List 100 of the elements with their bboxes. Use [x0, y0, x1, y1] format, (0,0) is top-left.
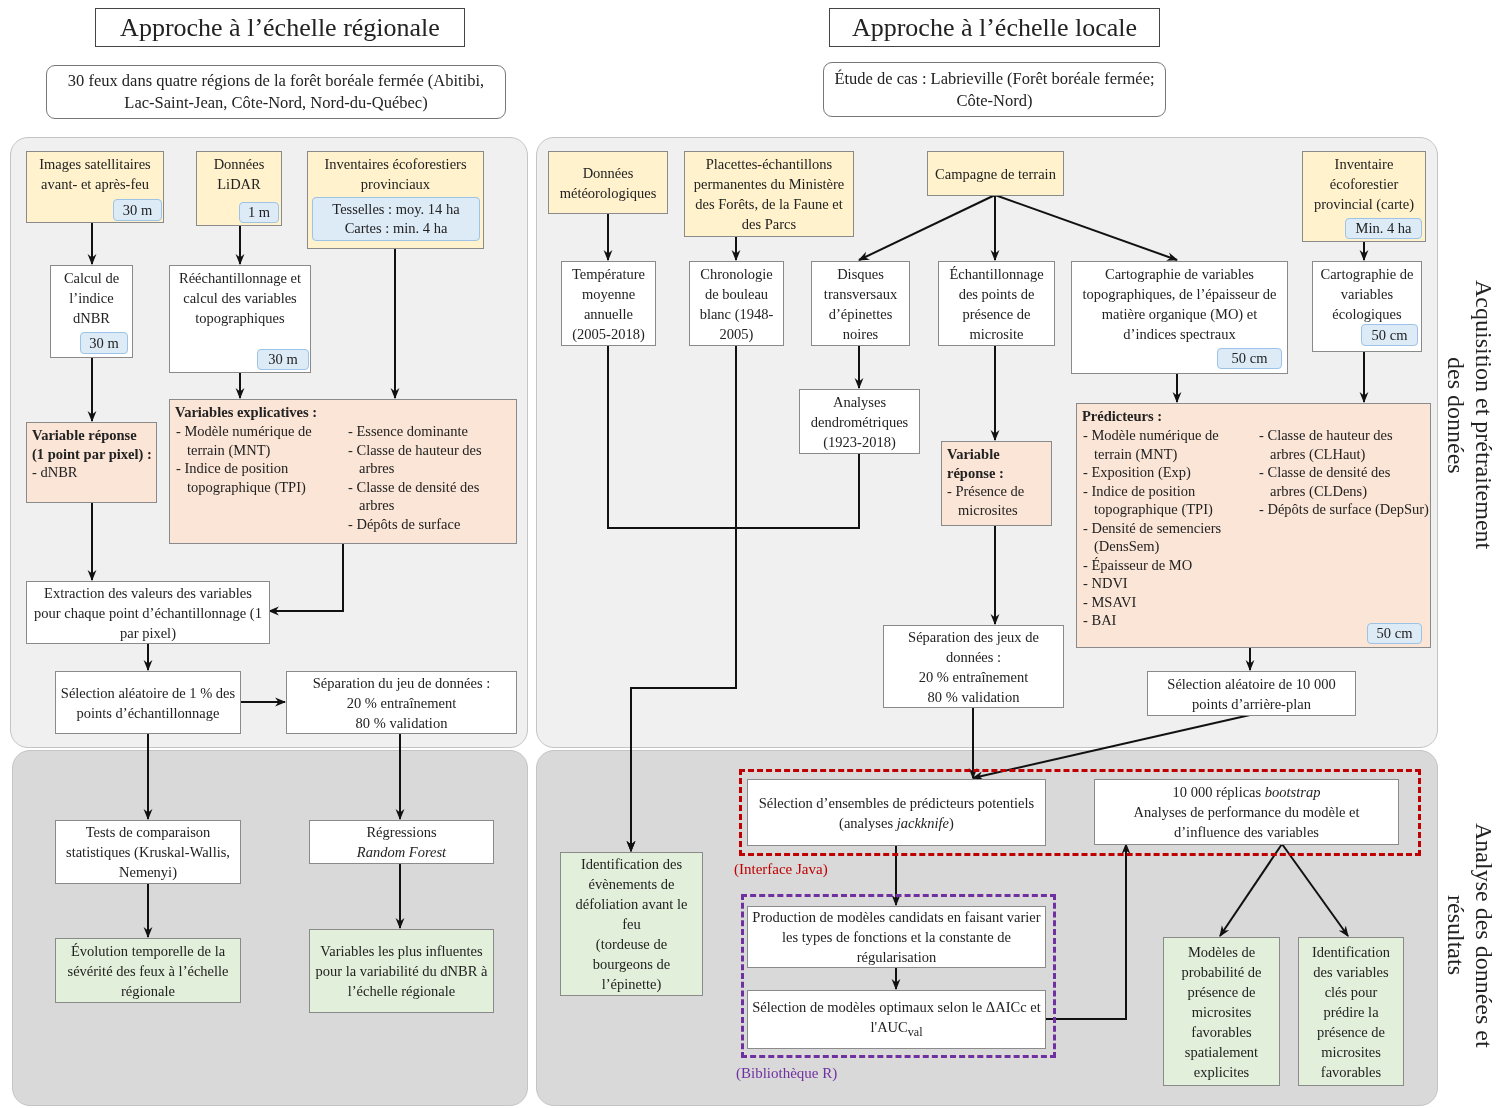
arrow [1044, 842, 1131, 1020]
variable-box [26, 422, 157, 503]
panel-background [536, 137, 1438, 748]
process-box [169, 265, 311, 373]
node-text: Évolution temporelle de la sévérité des feux à l’échelle régionale [66, 941, 230, 1001]
data-source-box [548, 151, 668, 214]
resolution-tag [1361, 324, 1418, 346]
study-area-box [46, 65, 506, 119]
node-text: - Exposition (Exp) [1083, 463, 1192, 482]
node-text: Placettes-échantillons permanentes du Ministère des Forêts, de la Faune et des Parcs [692, 155, 846, 234]
tag-text: Cartes : min. 4 ha [344, 219, 448, 238]
tag-text: Tesselles : moy. 14 ha [332, 200, 460, 219]
node-text: - Modèle numérique de terrain (MNT) [1083, 426, 1220, 463]
node-text: Cartographie de variables écologiques [1319, 265, 1415, 324]
node-text: - MSAVI [1083, 592, 1138, 611]
process-box [799, 389, 920, 454]
node-text: Modèles de probabilité de présence de microsites favorables spatialement explicites [1180, 942, 1263, 1082]
arrow [603, 212, 613, 262]
node-text: Images satellitaires avant- et après-feu [38, 155, 152, 194]
node-text: - Classe de densité des arbres [348, 477, 481, 515]
arrow [1359, 350, 1369, 404]
node-text: Régressions Random Forest [355, 823, 448, 862]
arrow [143, 732, 153, 821]
node-text: Variable réponse : [947, 445, 1005, 482]
node-text: Rééchantillonnage et calcul des variables topographiques [178, 269, 302, 328]
process-box [1312, 261, 1422, 352]
node-text: - Essence dominante [348, 422, 469, 441]
process-box [689, 261, 784, 346]
node-text: - Dépôts de surface (DepSur) [1259, 500, 1429, 519]
process-box [1071, 261, 1288, 374]
node-text: - Présence de microsites [947, 482, 1026, 519]
arrow [143, 882, 153, 939]
node-text: - Classe de hauteur des arbres (CLHaut) [1259, 426, 1394, 463]
process-box [747, 990, 1046, 1049]
node-text: Identification des variables clés pour prédire la présence de microsites favorables [1310, 942, 1392, 1082]
node-text: Calcul de l’indice dNBR [62, 269, 121, 328]
arrow [626, 452, 860, 853]
process-box [55, 820, 241, 884]
node-text: Séparation des jeux de données : [907, 627, 1040, 667]
result-box [1163, 937, 1280, 1086]
panel-background [536, 750, 1438, 1106]
process-box [747, 779, 1046, 846]
data-source-box [1302, 151, 1426, 242]
arrow [235, 224, 245, 266]
node-text: Sélection aléatoire de 10 000 points d’arrière-plan [1166, 674, 1337, 714]
variable-box [941, 441, 1052, 526]
node-text: Disques transversaux d’épinettes noires [822, 264, 899, 344]
resolution-tag [1345, 218, 1422, 239]
tag-text: 1 m [247, 203, 271, 222]
data-source-box [307, 151, 484, 249]
node-text: Inventaires écoforestiers provinciaux [323, 155, 468, 194]
arrow [395, 862, 405, 930]
node-text: - Classe de hauteur des arbres [348, 440, 483, 478]
node-text: 80 % validation [355, 713, 448, 733]
arrow [1359, 240, 1369, 262]
node-text: Chronologie de bouleau blanc (1948-2005) [698, 264, 775, 344]
arrow [143, 642, 153, 672]
node-text: Données LiDAR [212, 155, 266, 194]
group-label: (Interface Java) [734, 860, 828, 879]
node-text: Variables explicatives : [175, 403, 319, 422]
tag-text: 30 m [122, 200, 153, 220]
arrow [994, 194, 1179, 261]
arrow [267, 542, 344, 616]
arrow [858, 194, 996, 261]
study-area-box [823, 62, 1166, 117]
variable-box [1076, 403, 1431, 648]
tag-text: 50 cm [1376, 624, 1413, 643]
node-text: - BAI [1083, 611, 1118, 630]
tag-text: 30 m [89, 333, 119, 353]
node-text: Identification des évènements de défoliation avant le feu [574, 855, 689, 934]
tag-text: Min. 4 ha [1355, 219, 1412, 238]
arrow [891, 844, 901, 907]
process-box [561, 261, 656, 346]
process-box [811, 261, 910, 346]
arrow [968, 706, 978, 780]
node-text: Cartographie de variables topographiques, de l’épaisseur de matière organique (MO) et d’indices spectraux [1081, 265, 1278, 344]
node-text: 10 000 réplicas bootstrap [1172, 783, 1321, 802]
arrow [87, 501, 97, 582]
node-text: Sélection aléatoire de 1 % des points d’échantillonnage [60, 683, 236, 723]
node-text: Prédicteurs : [1082, 407, 1164, 426]
node-text: Données météorologiques [558, 163, 658, 203]
process-box [883, 625, 1064, 708]
node-text: 30 feux dans quatre régions de la forêt boréale fermée (Abitibi, Lac-Saint-Jean, Côte-Nord, Nord-du-Québec) [66, 70, 486, 114]
node-text: (tordeuse de bourgeons de l’épinette) [591, 935, 672, 994]
arrow [1281, 843, 1349, 937]
heading-text: Approche à l’échelle locale [851, 12, 1138, 43]
tag-text: 30 m [268, 350, 298, 369]
node-text: Température moyenne annuelle (2005-2018) [570, 264, 647, 344]
node-text: Variable réponse (1 point par pixel) : [32, 426, 152, 463]
node-text: - Densité de semenciers (DensSem) [1083, 518, 1223, 556]
process-box [938, 261, 1055, 346]
heading-text: Approche à l’échelle régionale [120, 12, 440, 43]
resolution-tag [113, 199, 162, 221]
node-text: - Épaisseur de MO [1083, 555, 1194, 574]
arrow [990, 344, 1000, 442]
result-box [560, 852, 703, 996]
node-text: Sélection d’ensembles de prédicteurs potentiels (analyses jackknife) [757, 793, 1036, 833]
result-box [1298, 937, 1404, 1086]
process-box [55, 671, 241, 734]
node-text: Analyses dendrométriques (1923-2018) [809, 392, 910, 452]
